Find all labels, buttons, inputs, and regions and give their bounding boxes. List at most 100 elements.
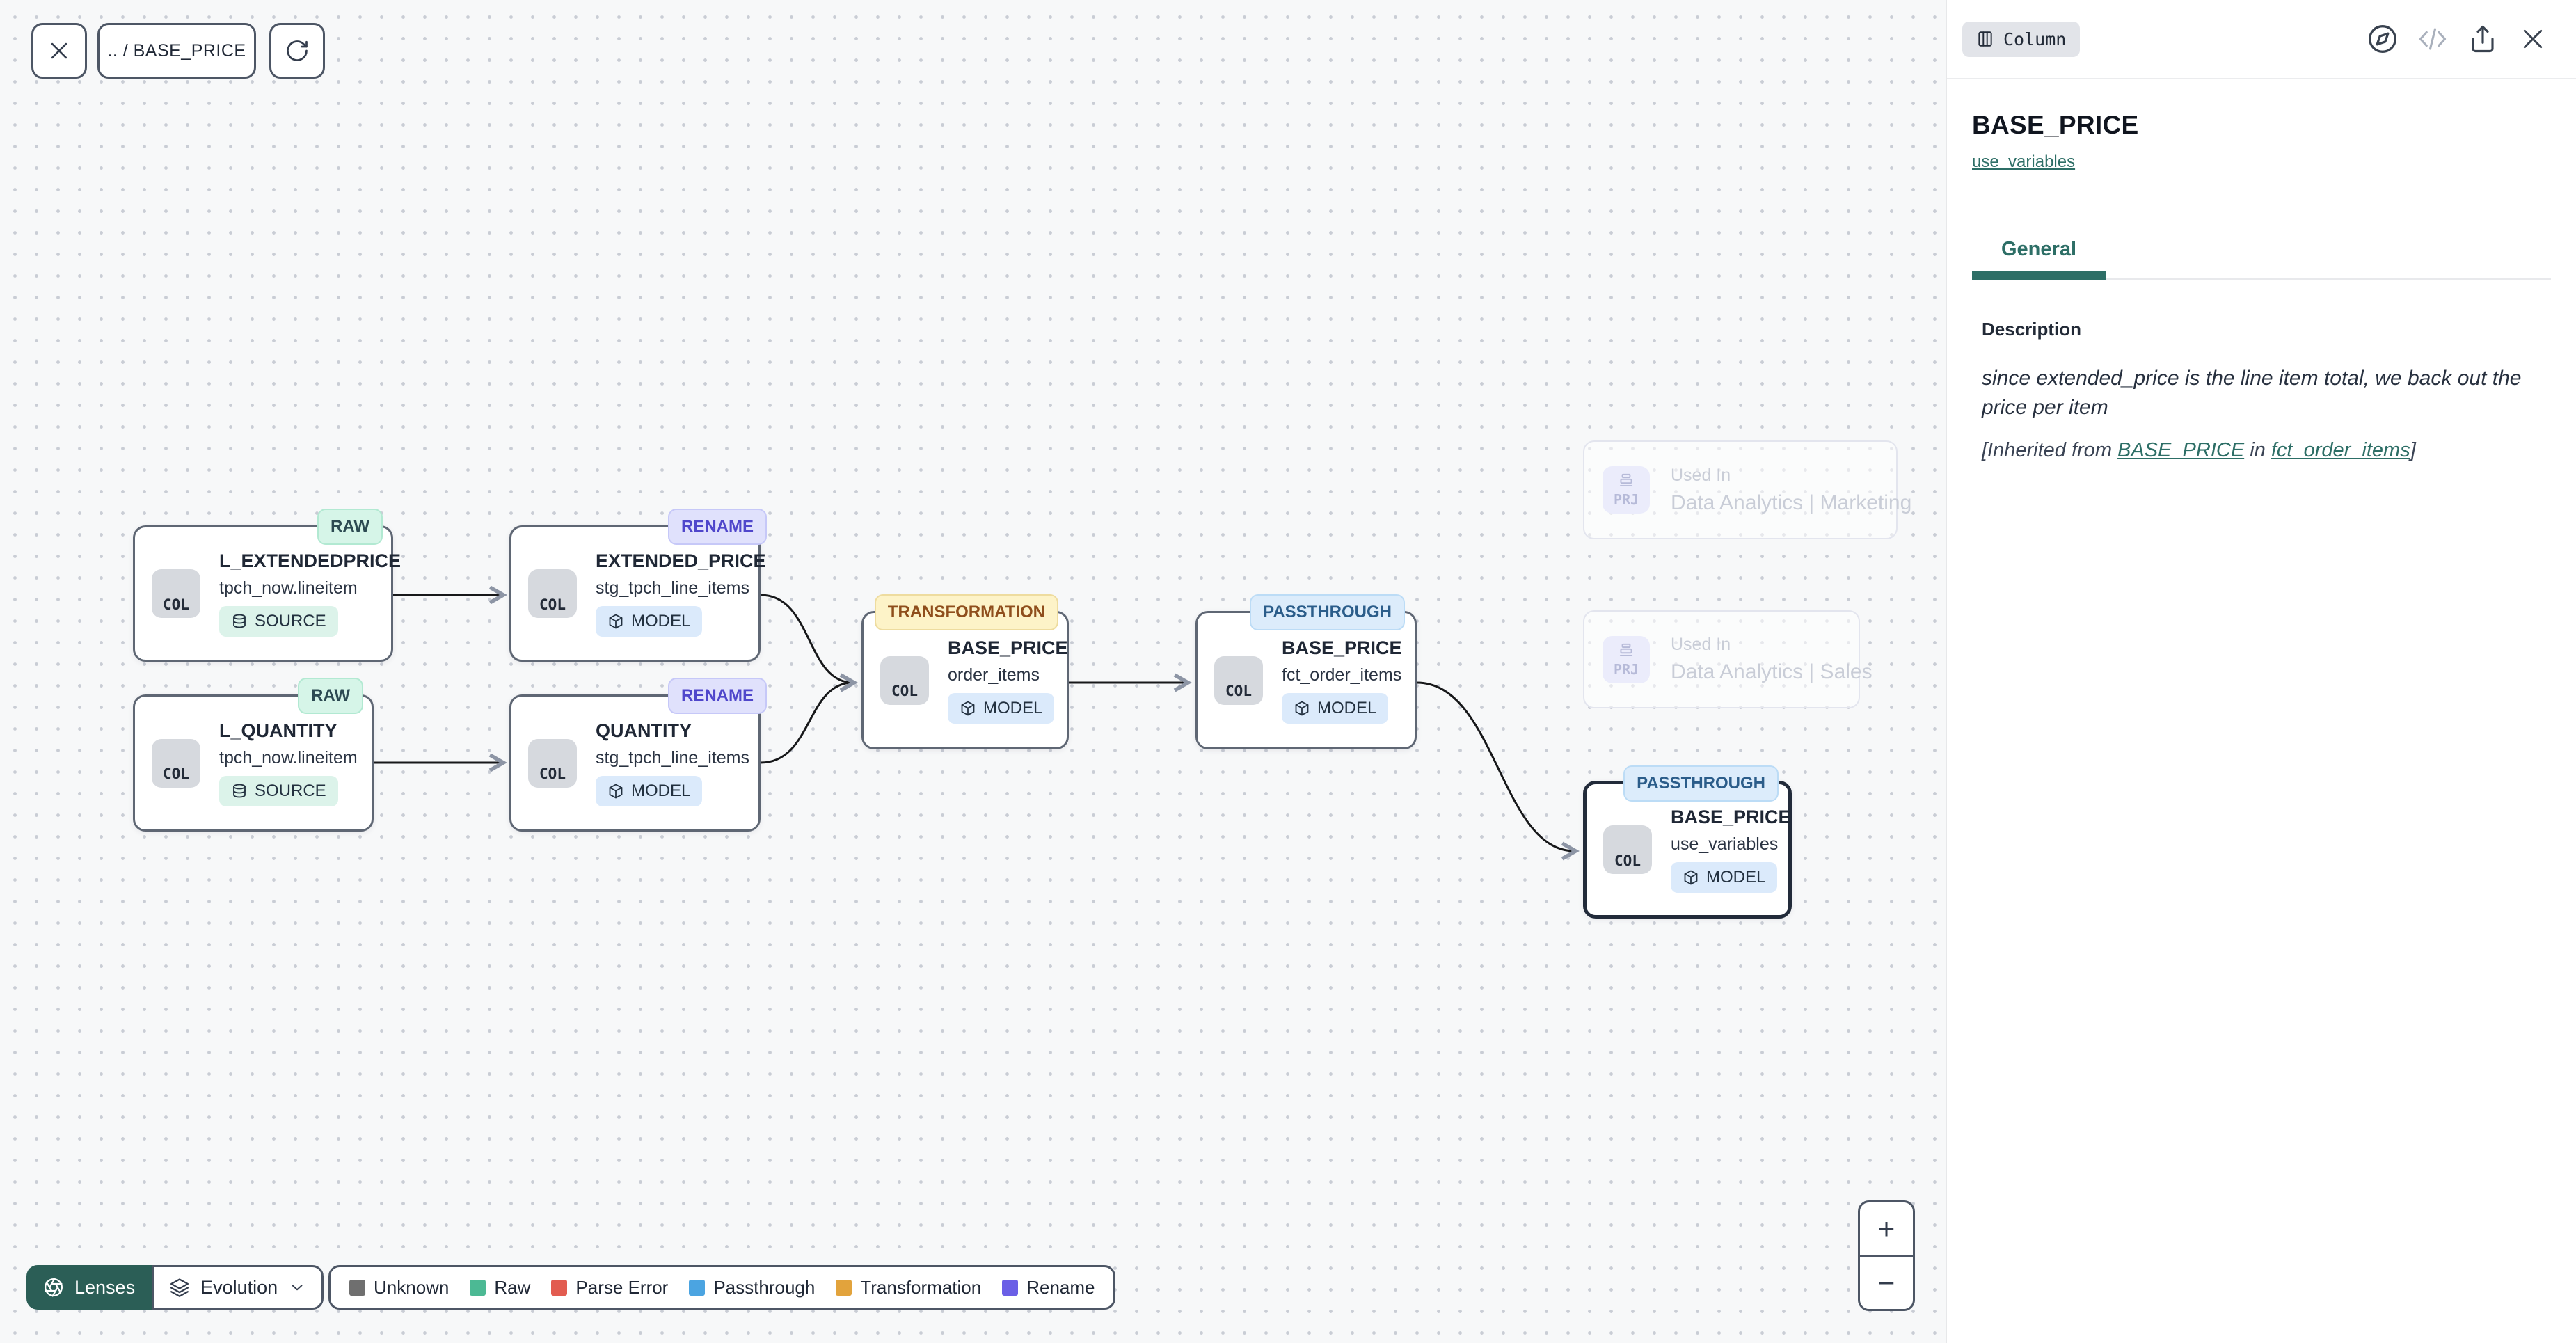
legend-label: Rename [1026,1276,1095,1298]
node-text: L_QUANTITY tpch_now.lineitem SOURCE [219,720,358,806]
explore-button[interactable] [2366,22,2399,56]
column-chip-label: COL [163,596,189,613]
node-title: QUANTITY [596,720,692,741]
columns-icon [166,575,186,594]
cube-icon [1684,870,1698,885]
close-icon [2523,29,2543,49]
used-in-text: Used In Data Analytics | Marketing [1671,466,1911,515]
column-chip: COL [528,738,577,788]
kind-badge: MODEL [596,606,703,637]
legend-label: Raw [494,1276,531,1298]
kind-label: MODEL [1317,698,1377,717]
lens-select[interactable]: Evolution [152,1265,324,1310]
column-chip: COL [528,569,577,618]
legend-swatch [836,1279,852,1296]
project-chip-label: PRJ [1613,491,1639,508]
node-title: BASE_PRICE [1282,637,1402,658]
legend-item: Raw [470,1277,530,1298]
used-in-name: Data Analytics | Marketing [1671,491,1912,514]
evolution-badge: RAW [317,509,383,545]
legend-swatch [689,1279,706,1296]
share-button[interactable] [2466,22,2499,56]
legend-swatch [349,1279,365,1296]
breadcrumb-label: .. / BASE_PRICE [107,40,246,61]
column-chip-label: COL [1614,852,1641,869]
description-heading: Description [1982,319,2082,340]
column-chip: COL [152,569,200,618]
kind-badge: MODEL [1671,862,1778,893]
node-extended-price[interactable]: RENAME COL EXTENDED_PRICE stg_tpch_line_… [509,509,767,662]
panel-tabs: General [1972,228,2551,280]
kind-label: SOURCE [255,781,326,800]
evolution-badge: PASSTHROUGH [1623,765,1779,802]
legend-label: Parse Error [575,1276,669,1298]
node-subtitle: tpch_now.lineitem [219,747,358,768]
entity-type-badge: Column [1962,21,2081,57]
used-in-node-marketing[interactable]: PRJ Used In Data Analytics | Marketing [1583,440,1911,539]
used-in-node-sales[interactable]: PRJ Used In Data Analytics | Sales [1583,610,1873,708]
layers-icon [170,1278,189,1297]
column-chip: COL [1603,825,1652,874]
close-panel-button[interactable] [2516,22,2550,56]
column-chip: COL [1214,655,1263,705]
legend-label: Transformation [860,1276,982,1298]
edge [1415,681,1580,861]
node-text: BASE_PRICE order_items MODEL [948,637,1068,724]
cube-icon [609,784,623,798]
entity-type-label: Column [2003,29,2067,49]
node-subtitle: stg_tpch_line_items [596,578,749,598]
kind-label: MODEL [1706,868,1766,887]
inherited-mid: in [2244,439,2271,461]
node-base-price-fct-order-items[interactable]: PASSTHROUGH COL BASE_PRICE fct_order_ite… [1195,594,1417,749]
legend-item: Rename [1002,1277,1095,1298]
node-l-quantity[interactable]: RAW COL L_QUANTITY tpch_now.lineitem SOU… [133,678,374,832]
kind-label: MODEL [631,612,691,630]
zoom-in-button[interactable]: + [1877,1211,1895,1245]
used-in-text: Used In Data Analytics | Sales [1671,635,1873,684]
kind-label: SOURCE [255,612,326,630]
column-chip-label: COL [539,596,566,613]
node-quantity[interactable]: RENAME COL QUANTITY stg_tpch_line_items … [509,678,767,832]
model-link[interactable]: use_variables [1972,152,2076,171]
inherited-model-link[interactable]: fct_order_items [2271,439,2410,461]
node-base-price-use-variables[interactable]: PASSTHROUGH COL BASE_PRICE use_variables… [1583,765,1792,919]
panel-body: BASE_PRICE use_variables General Descrip… [1947,79,2576,462]
lenses-button[interactable]: Lenses [26,1265,152,1310]
kind-badge: MODEL [596,775,703,806]
node-base-price-order-items[interactable]: TRANSFORMATION COL BASE_PRICE order_item… [861,594,1069,749]
node-l-extendedprice[interactable]: RAW COL L_EXTENDEDPRICE tpch_now.lineite… [133,509,401,662]
used-in-label: Used In [1671,635,1731,654]
used-in-label: Used In [1671,465,1731,485]
cube-icon [1295,701,1309,715]
inherited-column-link[interactable]: BASE_PRICE [2117,439,2245,461]
node-title: BASE_PRICE [1671,806,1791,827]
code-button[interactable] [2416,22,2449,56]
evolution-badge: RENAME [667,509,767,545]
cube-icon [609,614,623,629]
refresh-button[interactable] [269,23,325,79]
breadcrumb[interactable]: .. / BASE_PRICE [97,23,256,79]
legend-swatch [470,1279,486,1296]
project-icon [1619,643,1633,656]
evolution-badge: RAW [298,678,363,714]
columns-icon [543,744,562,763]
zoom-out-button[interactable]: − [1860,1255,1913,1309]
tab-general[interactable]: General [1972,228,2106,280]
refresh-icon [287,40,308,61]
legend-item: Passthrough [689,1277,815,1298]
lineage-canvas[interactable]: .. / BASE_PRICE PRJ Used In Data Analyti… [0,0,1946,1343]
node-text: EXTENDED_PRICE stg_tpch_line_items MODEL [596,550,766,637]
panel-header: Column [1947,0,2576,79]
close-icon [51,42,67,59]
legend-item: Parse Error [551,1277,668,1298]
share-icon [2472,25,2494,53]
column-chip-label: COL [539,765,566,782]
used-in-name: Data Analytics | Sales [1671,660,1873,683]
close-button[interactable] [31,23,87,79]
evolution-badge: TRANSFORMATION [874,594,1058,630]
database-icon [233,784,246,797]
description-body: since extended_price is the line item to… [1982,367,2522,419]
zoom-controls: + − [1858,1200,1915,1311]
details-panel: Column BASE_PRICE use_variables [1946,0,2576,1343]
